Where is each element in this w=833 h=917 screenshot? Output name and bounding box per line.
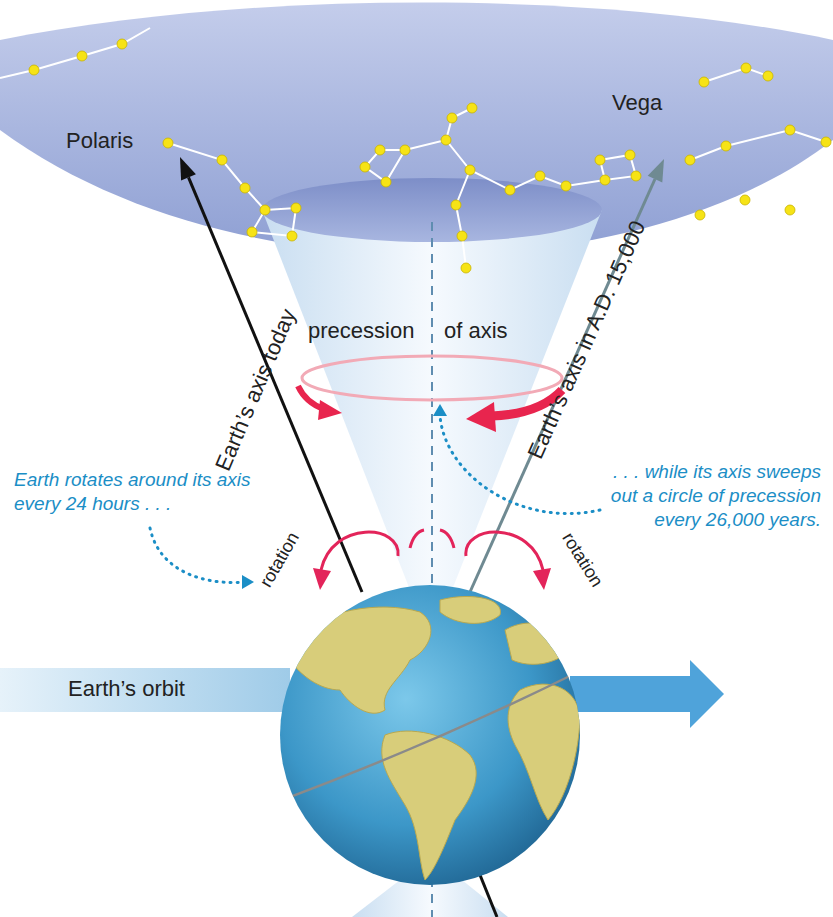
star-name: Vega	[612, 90, 662, 116]
precession-label: precession	[308, 318, 414, 344]
axis-arrowhead	[648, 159, 664, 182]
cone-mouth	[262, 178, 602, 242]
leader-arrowhead	[242, 575, 254, 589]
rotation-arrowhead	[533, 568, 551, 590]
precession-label: of axis	[444, 318, 508, 344]
star-dots	[29, 39, 831, 273]
leader-line	[440, 416, 600, 514]
precession-arrowhead	[466, 402, 496, 432]
rotation-label: rotation	[557, 529, 607, 591]
orbit-arrow	[570, 660, 724, 728]
leader-arrowhead	[433, 404, 447, 416]
earth-globe	[280, 585, 580, 885]
orbit-label: Earth’s orbit	[68, 676, 185, 702]
rotation-arrowhead	[313, 568, 331, 590]
precession-circle	[302, 356, 562, 400]
star-name: Polaris	[66, 128, 133, 154]
rotation-arc	[410, 530, 424, 548]
axis-label: Earth’s axis today	[210, 305, 302, 475]
callout-note: Earth rotates around its axis every 24 h…	[14, 468, 264, 516]
rotation-arc	[440, 530, 454, 548]
axis-future	[470, 179, 655, 592]
rotation-label: rotation	[256, 529, 305, 592]
callout-note: . . . while its axis sweeps out a circle…	[606, 460, 821, 531]
celestial-sphere	[0, 3, 833, 256]
axis-today	[189, 177, 363, 592]
axis-arrowhead	[180, 157, 196, 180]
orbit-line	[282, 672, 578, 800]
rotation-arc	[466, 532, 543, 570]
constellation-lines	[0, 28, 826, 268]
rotation-arc	[321, 532, 398, 570]
axis-label: Earth’s axis in A.D. 15,000	[523, 217, 652, 463]
leader-line	[150, 528, 244, 582]
precession-arrowhead	[318, 400, 342, 420]
axis-below	[478, 870, 497, 917]
orbit-band	[0, 668, 290, 712]
